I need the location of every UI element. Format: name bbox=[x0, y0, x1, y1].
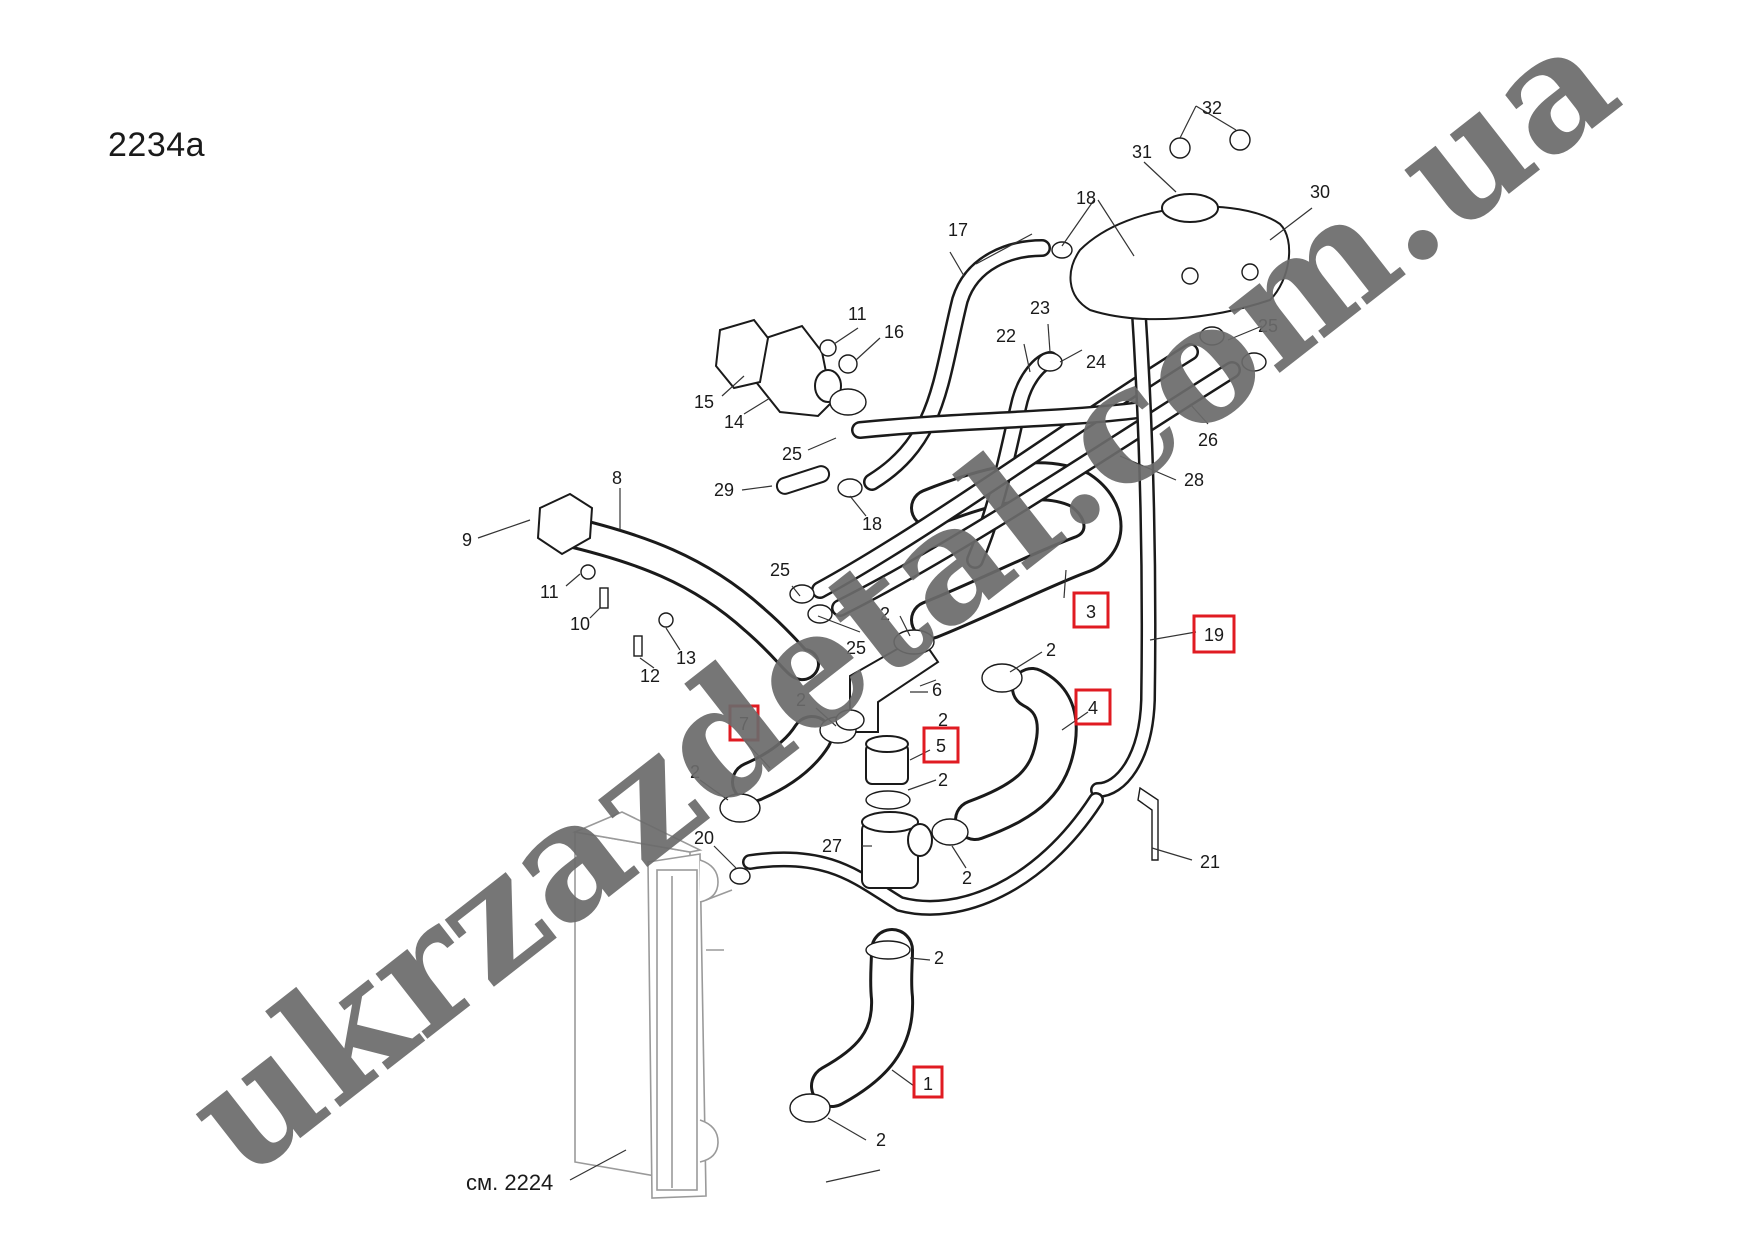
label-part-4: 4 bbox=[1088, 698, 1098, 718]
label-part-23: 23 bbox=[1030, 298, 1050, 318]
highlight-box-1 bbox=[912, 1065, 944, 1099]
label-part-28: 28 bbox=[1184, 470, 1204, 490]
label-part-15: 15 bbox=[694, 392, 714, 412]
label-part-30: 30 bbox=[1310, 182, 1330, 202]
label-part-2: 2 bbox=[934, 948, 944, 968]
highlight-boxes bbox=[728, 591, 1236, 1099]
label-part-11: 11 bbox=[848, 304, 867, 324]
label-part-6: 6 bbox=[932, 680, 942, 700]
label-part-2: 2 bbox=[876, 1130, 886, 1150]
highlight-box-3 bbox=[1072, 591, 1110, 629]
label-part-3: 3 bbox=[1086, 602, 1096, 622]
label-part-2: 2 bbox=[962, 868, 972, 888]
highlight-box-19 bbox=[1192, 614, 1236, 654]
label-part-24: 24 bbox=[1086, 352, 1106, 372]
label-part-9: 9 bbox=[462, 530, 472, 550]
leader-lines bbox=[477, 105, 1313, 1183]
label-part-10: 10 bbox=[570, 614, 590, 634]
label-part-31: 31 bbox=[1132, 142, 1152, 162]
highlight-box-4 bbox=[1074, 688, 1112, 726]
label-part-26: 26 bbox=[1198, 430, 1218, 450]
label-part-25: 25 bbox=[782, 444, 802, 464]
label-part-29: 29 bbox=[714, 480, 734, 500]
label-part-32: 32 bbox=[1202, 98, 1222, 118]
label-part-5: 5 bbox=[936, 736, 946, 756]
label-part-2: 2 bbox=[880, 604, 890, 624]
label-part-20: 20 bbox=[694, 828, 714, 848]
label-part-25: 25 bbox=[770, 560, 790, 580]
label-part-19: 19 bbox=[1204, 625, 1224, 645]
label-part-18: 18 bbox=[862, 514, 882, 534]
label-part-2: 2 bbox=[1046, 640, 1056, 660]
label-part-17: 17 bbox=[948, 220, 968, 240]
label-part-11: 11 bbox=[540, 582, 559, 602]
label-part-21: 21 bbox=[1200, 852, 1220, 872]
parts bbox=[536, 129, 1291, 1123]
reference-note: см. 2224 bbox=[466, 1170, 553, 1195]
label-part-8: 8 bbox=[612, 468, 622, 488]
label-part-16: 16 bbox=[884, 322, 904, 342]
label-part-25: 25 bbox=[846, 638, 866, 658]
label-part-27: 27 bbox=[822, 836, 842, 856]
label-part-2: 2 bbox=[938, 710, 948, 730]
label-part-2: 2 bbox=[796, 690, 806, 710]
highlight-box-7 bbox=[728, 704, 760, 742]
label-part-12: 12 bbox=[640, 666, 660, 686]
highlight-box-5 bbox=[922, 726, 960, 764]
label-part-22: 22 bbox=[996, 326, 1016, 346]
diagram-title: 2234a bbox=[108, 126, 206, 164]
label-part-13: 13 bbox=[676, 648, 696, 668]
label-part-2: 2 bbox=[690, 762, 700, 782]
label-part-1: 1 bbox=[923, 1074, 933, 1094]
hose-set bbox=[546, 239, 1241, 1108]
label-part-2: 2 bbox=[938, 770, 948, 790]
part-labels: 1 3 4 5 7 19 2 2 2 2 2 2 2 2 2 6 8 9 10 … bbox=[462, 98, 1330, 1195]
label-part-14: 14 bbox=[724, 412, 744, 432]
label-part-25: 25 bbox=[1258, 316, 1278, 336]
label-part-18: 18 bbox=[1076, 188, 1096, 208]
radiator-outline bbox=[572, 811, 733, 1199]
label-part-7: 7 bbox=[739, 714, 749, 734]
